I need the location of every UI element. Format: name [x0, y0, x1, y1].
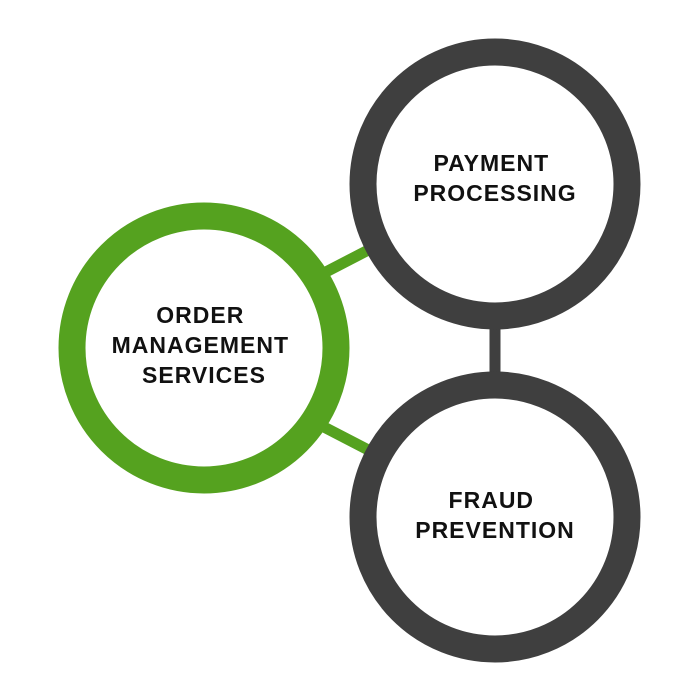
payment-ring [349, 38, 641, 330]
fraud-ring [349, 371, 641, 663]
node-order-management-services: ORDER MANAGEMENT SERVICES [58, 202, 350, 494]
payment-label-line1: PAYMENT [433, 150, 549, 176]
svg-text:FRAUD PREVENTION: FRAUD PREVENTION [415, 487, 575, 543]
order-ring [58, 202, 350, 494]
svg-text:PAYMENT PROCESSING: PAYMENT PROCESSING [413, 150, 576, 206]
node-payment-processing: PAYMENT PROCESSING [349, 38, 641, 330]
fraud-label-line2: PREVENTION [415, 517, 575, 543]
payment-label-line2: PROCESSING [413, 180, 576, 206]
order-label-line1: ORDER [156, 302, 244, 328]
order-label-line3: SERVICES [142, 362, 266, 388]
node-fraud-prevention: FRAUD PREVENTION [349, 371, 641, 663]
svg-text:ORDER MANAGEMENT S: ORDER MANAGEMENT SERVICES [112, 302, 297, 388]
order-label-line2: MANAGEMENT [112, 332, 289, 358]
fraud-label-line1: FRAUD [449, 487, 535, 513]
